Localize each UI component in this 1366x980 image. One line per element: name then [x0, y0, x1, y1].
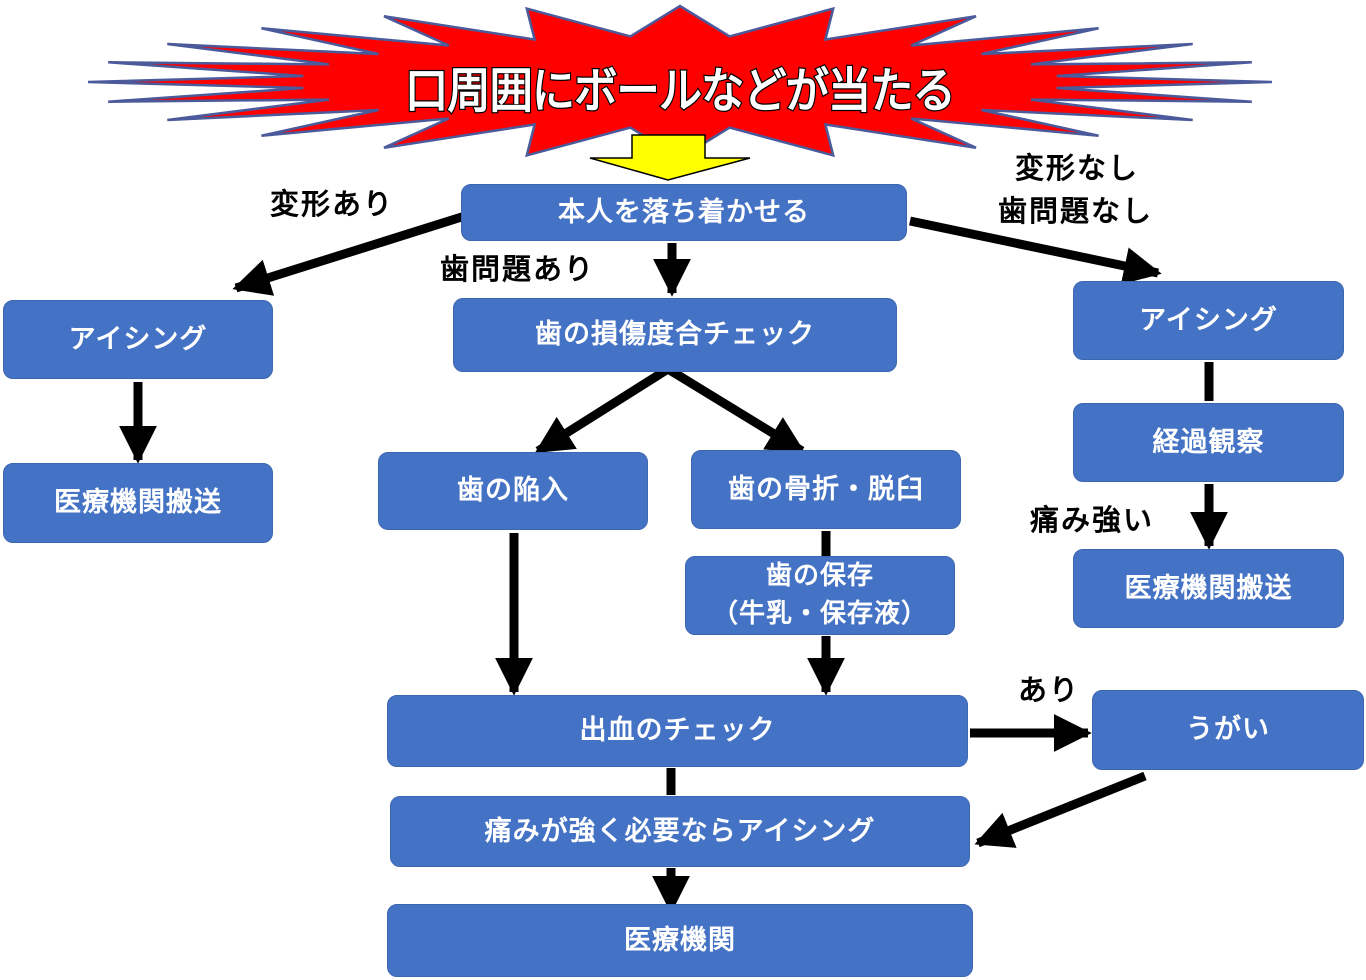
arrow-gargle-to-icing	[974, 771, 1147, 848]
node-gargle: うがい	[1092, 690, 1364, 770]
node-tooth-fracture: 歯の骨折・脱臼	[691, 450, 961, 529]
label-bleeding-yes: あり	[1018, 673, 1081, 707]
node-right-icing: アイシング	[1073, 281, 1344, 360]
arrow-calm-to-left-icing	[232, 210, 470, 296]
node-tooth-intrusion: 歯の陥入	[378, 452, 648, 530]
burst-title: 口周囲にボールなどが当たる	[404, 62, 957, 121]
node-medical-institution: 医療機関	[387, 904, 973, 977]
node-calm-patient: 本人を落ち着かせる	[461, 184, 907, 241]
label-strong-pain: 痛み強い	[1030, 503, 1155, 537]
label-deformed: 変形あり	[270, 187, 395, 221]
node-damage-check: 歯の損傷度合チェック	[453, 298, 897, 372]
node-left-transport: 医療機関搬送	[3, 463, 273, 543]
node-right-transport: 医療機関搬送	[1073, 549, 1344, 628]
node-bleeding-check: 出血のチェック	[387, 695, 968, 767]
arrow-damage-to-intrusion	[534, 365, 671, 455]
node-icing-if-needed: 痛みが強く必要ならアイシング	[390, 796, 970, 867]
preserve-line-1: 歯の保存	[765, 560, 874, 591]
label-no-deform-1: 変形なし	[1015, 151, 1140, 185]
node-observe: 経過観察	[1073, 403, 1344, 482]
start-down-arrow-icon	[589, 134, 751, 181]
preserve-line-2: （牛乳・保存液）	[711, 598, 928, 629]
label-no-deform-2: 歯問題なし	[998, 194, 1154, 228]
arrow-damage-to-fracture	[665, 365, 806, 455]
node-tooth-preserve: 歯の保存 （牛乳・保存液）	[685, 556, 955, 635]
node-left-icing: アイシング	[3, 300, 273, 379]
label-tooth-problem: 歯問題あり	[440, 252, 596, 286]
arrow-calm-to-right-icing	[909, 216, 1162, 285]
